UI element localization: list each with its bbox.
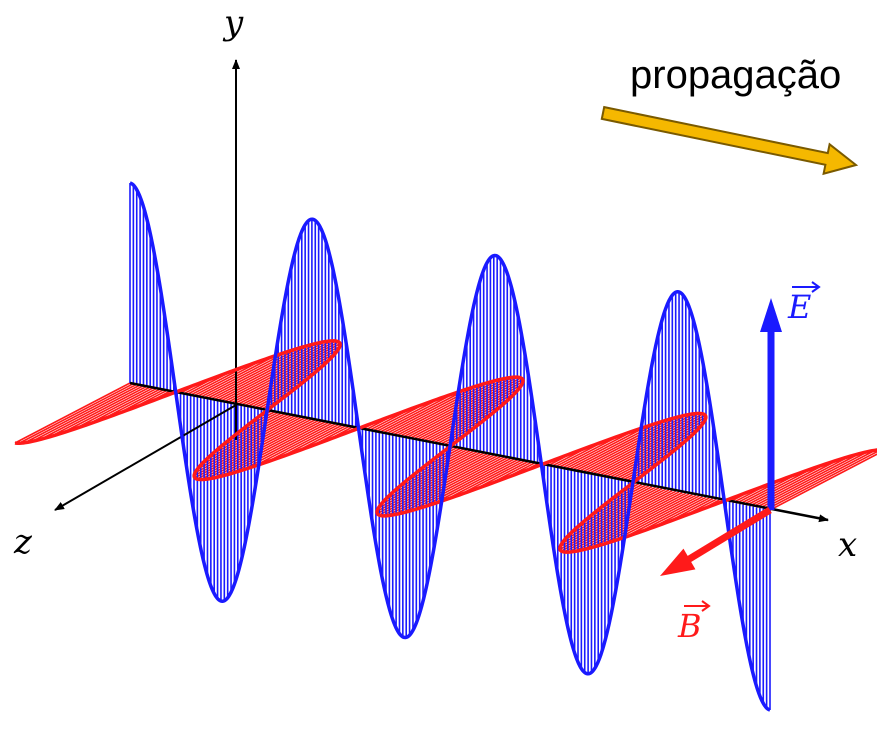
magnetic-field-hatch-line [590, 493, 693, 549]
magnetic-field-hatch-line [382, 388, 468, 434]
x-axis [129, 381, 829, 523]
magnetic-field-hatch-line [247, 368, 319, 408]
magnetic-field-hatch-line [266, 423, 340, 463]
magnetic-field-hatch-line [14, 382, 131, 444]
magnetic-field-hatch-line [400, 457, 508, 514]
magnetic-field-hatch-line [570, 418, 670, 472]
magnetic-field-hatch-line [61, 386, 151, 434]
electric-field-wave [129, 181, 771, 712]
magnetic-field-hatch-line [560, 430, 634, 470]
propagation-arrow [600, 105, 859, 176]
magnetic-field-hatch-line [573, 492, 687, 553]
magnetic-field-hatch-line [426, 397, 511, 443]
magnetic-field-hatch-line [193, 359, 262, 397]
e-field-label: E [787, 281, 821, 326]
magnetic-field-hatch-line [581, 493, 690, 551]
magnetic-field-hatch-line [392, 379, 500, 436]
magnetic-field-hatch-line [769, 453, 877, 511]
magnetic-field-hatch-line [193, 417, 306, 477]
magnetic-field-hatch-line [432, 409, 497, 444]
svg-text:B: B [677, 607, 702, 645]
magnetic-field-hatch-line [389, 450, 474, 496]
magnetic-field-hatch-line [234, 348, 339, 405]
magnetic-field-hatch-line [594, 416, 707, 476]
magnetic-field-hatch-line [432, 459, 518, 505]
magnetic-field-hatch-line [384, 451, 478, 501]
magnetic-field-hatch-line [600, 494, 697, 546]
propagation-label: propagação [630, 53, 841, 97]
magnetic-field-hatch-line [607, 432, 695, 479]
magnetic-field-hatch-line [422, 392, 516, 442]
magnetic-field-hatch-line [378, 392, 455, 434]
magnetic-field-hatch-line [445, 459, 522, 501]
magnetic-field-hatch-line [50, 385, 148, 438]
magnetic-field-hatch-line [742, 467, 813, 506]
e-vector-arrow [760, 298, 782, 510]
magnetic-field-hatch-line [203, 347, 300, 399]
magnetic-field-hatch-line [411, 448, 464, 477]
x-axis-label: x [838, 525, 857, 565]
magnetic-field-hatch-line [253, 423, 336, 468]
magnetic-field-hatch-line [746, 463, 827, 507]
magnetic-field-hatch-line [210, 342, 319, 400]
svg-text:E: E [787, 288, 811, 326]
magnetic-field-hatch-line [393, 456, 505, 516]
magnetic-field-hatch-line [403, 449, 468, 484]
magnetic-field-hatch-line [561, 488, 666, 545]
magnetic-field-hatch-line [762, 449, 876, 510]
z-axis [54, 404, 237, 511]
magnetic-field-hatch-line [87, 387, 158, 426]
b-vector-arrow [660, 507, 772, 576]
magnetic-field-hatch-line [395, 377, 507, 437]
magnetic-field-hatch-line [18, 382, 134, 444]
magnetic-field-hatch-line [24, 383, 138, 444]
magnetic-field-hatch-line [31, 384, 141, 443]
magnetic-field-hatch-line [759, 450, 869, 509]
magnetic-field-hatch-line [749, 459, 839, 507]
magnetic-field-hatch-line [638, 496, 707, 534]
electric-field-hatching [129, 183, 771, 710]
b-field-label: B [677, 600, 711, 645]
magnetic-field-hatch-line [567, 421, 660, 471]
magnetic-field-hatch-line [624, 495, 704, 538]
magnetic-field-hatch-line [766, 450, 877, 511]
magnetic-field-hatch-line [213, 340, 327, 401]
y-axis-label: y [222, 3, 244, 43]
magnetic-field-hatch-line [380, 451, 481, 506]
magnetic-field-hatch-line [240, 422, 333, 472]
magnetic-field-hatch-line [564, 425, 647, 470]
magnetic-field-hatch-line [436, 416, 489, 445]
magnetic-field-hatch-line [40, 384, 144, 441]
magnetic-field-hatch-line [73, 386, 154, 430]
magnetic-field-hatch-line [419, 387, 520, 442]
z-axis-label: z [13, 522, 33, 562]
magnetic-field-hatch-line [207, 344, 310, 400]
magnetic-field-hatch-line [581, 485, 653, 525]
magnetic-field-hatch-line [205, 414, 293, 461]
magnetic-field-hatch-line [230, 421, 330, 475]
